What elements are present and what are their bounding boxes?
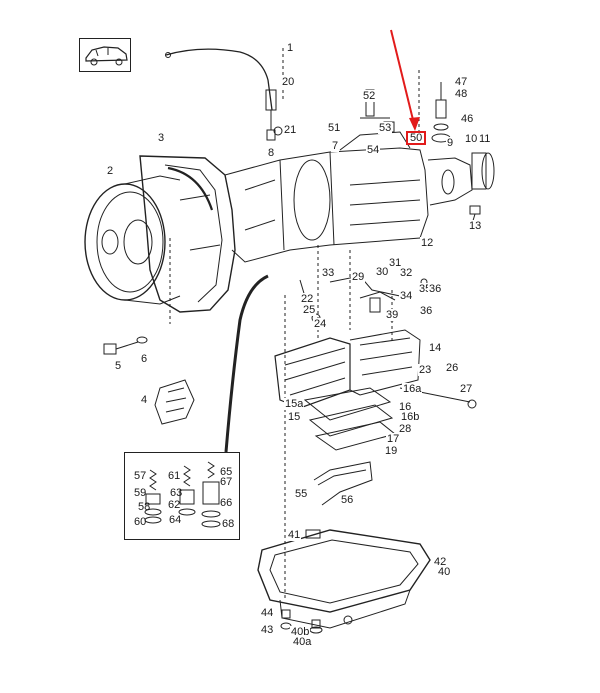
label-39: 39 (385, 309, 400, 321)
label-15: 15 (287, 411, 302, 423)
label-4: 4 (140, 394, 149, 406)
label-40b: 40b (290, 626, 311, 638)
label-36-lower: 36 (419, 305, 434, 317)
label-9: 9 (446, 137, 455, 149)
label-52: 52 (362, 90, 377, 102)
detail-callout-curve (224, 274, 269, 453)
linkage-parts (299, 275, 436, 323)
label-21: 21 (283, 124, 298, 136)
label-28: 28 (398, 423, 413, 435)
label-1: 1 (286, 42, 295, 54)
label-8: 8 (267, 147, 276, 159)
label-61: 61 (168, 470, 181, 482)
label-58: 58 (138, 501, 151, 513)
label-48: 48 (454, 88, 469, 100)
label-54: 54 (366, 144, 381, 156)
label-23: 23 (418, 364, 433, 376)
label-65: 65 (220, 466, 233, 478)
label-68: 68 (222, 518, 235, 530)
label-41: 41 (287, 529, 302, 541)
label-19: 19 (384, 445, 399, 457)
label-40a: 40a (292, 636, 313, 648)
label-40: 40 (437, 566, 452, 578)
label-66: 66 (220, 497, 233, 509)
label-44: 44 (260, 607, 275, 619)
label-36-upper: 36 (428, 283, 443, 295)
car-icon (85, 46, 128, 66)
label-33: 33 (321, 267, 336, 279)
label-42: 42 (433, 556, 448, 568)
label-24: 24 (313, 318, 328, 330)
label-16: 16 (398, 401, 413, 413)
label-31: 31 (388, 257, 403, 269)
valve-body (274, 329, 477, 451)
label-67: 67 (220, 476, 233, 488)
label-29: 29 (351, 271, 366, 283)
label-6: 6 (140, 353, 149, 365)
label-3: 3 (157, 132, 166, 144)
kickdown-cable (165, 48, 284, 141)
detail-parts (144, 461, 221, 528)
label-16a: 16a (402, 383, 423, 395)
label-47: 47 (454, 76, 469, 88)
label-27: 27 (459, 383, 474, 395)
label-7: 7 (331, 140, 340, 152)
housing-callout-curve (167, 166, 214, 211)
filter-block (154, 379, 195, 425)
torque-converter (84, 175, 181, 305)
oil-tubes (313, 461, 373, 506)
label-20: 20 (281, 76, 296, 88)
label-25: 25 (302, 304, 317, 316)
label-17: 17 (386, 433, 401, 445)
label-50: 50 (410, 132, 423, 144)
vehicle-thumbnail-frame (79, 38, 131, 72)
label-57: 57 (134, 470, 147, 482)
label-59: 59 (134, 487, 147, 499)
label-53: 53 (378, 122, 393, 134)
oil-pan (257, 529, 431, 629)
label-51: 51 (327, 122, 342, 134)
label-64: 64 (169, 514, 182, 526)
label-2: 2 (106, 165, 115, 177)
label-11: 11 (478, 133, 492, 145)
transmission-case (139, 131, 429, 313)
highlight-box (406, 131, 426, 145)
label-55: 55 (294, 488, 309, 500)
label-63: 63 (170, 487, 183, 499)
label-16b: 16b (400, 411, 421, 423)
label-13: 13 (468, 220, 483, 232)
tail-housing (427, 152, 495, 206)
label-10: 10 (464, 133, 479, 145)
label-15a: 15a (284, 398, 305, 410)
label-5: 5 (114, 360, 123, 372)
label-30: 30 (375, 266, 390, 278)
label-43: 43 (260, 624, 275, 636)
label-46: 46 (460, 113, 475, 125)
label-26: 26 (445, 362, 460, 374)
label-14: 14 (428, 342, 443, 354)
label-12: 12 (420, 237, 435, 249)
highlight-arrow (390, 29, 420, 131)
label-56: 56 (340, 494, 355, 506)
detail-inset-frame (124, 452, 240, 540)
label-60: 60 (134, 516, 147, 528)
label-34: 34 (399, 290, 414, 302)
label-22: 22 (300, 293, 315, 305)
label-62: 62 (168, 499, 181, 511)
label-32: 32 (399, 267, 414, 279)
